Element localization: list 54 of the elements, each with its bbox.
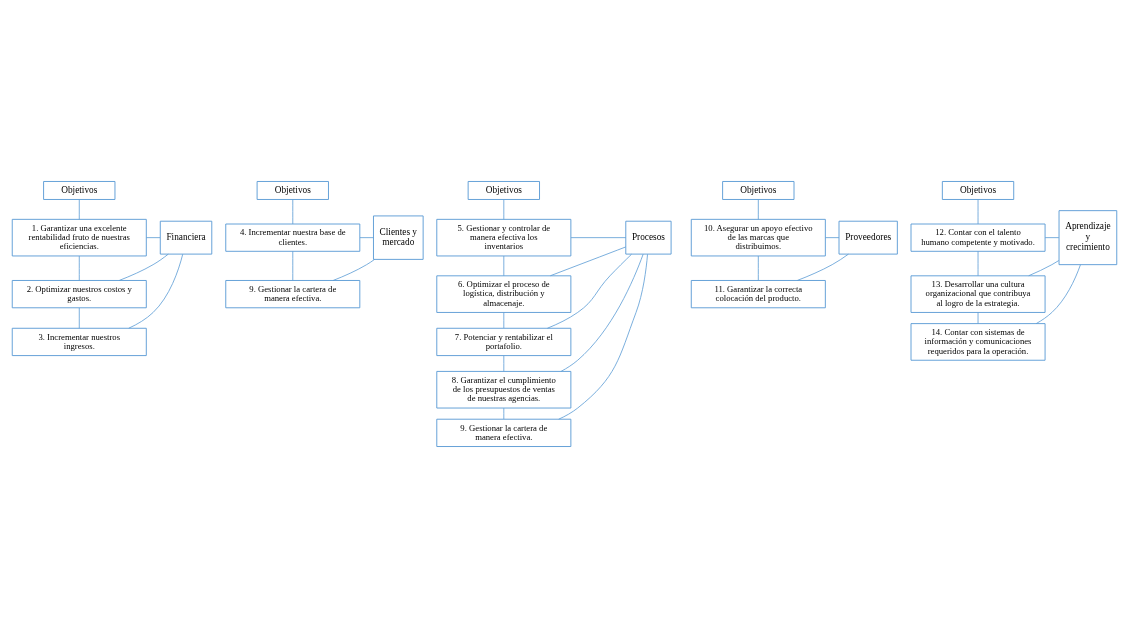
node-box: Objetivos: [467, 181, 540, 200]
node-box: 4. Incrementar nuestra base de clientes.: [225, 223, 361, 252]
connector: [292, 250, 294, 281]
connector: [146, 237, 161, 239]
connector: [757, 199, 759, 220]
node-box: 11. Garantizar la correcta colocación del producto.: [690, 280, 826, 309]
node-box: Objetivos: [43, 181, 116, 200]
connector: [825, 237, 840, 239]
node-box: 2. Optimizar nuestros costos y gastos.: [11, 280, 147, 309]
node-box: Objetivos: [722, 181, 795, 200]
connector: [503, 255, 505, 277]
connector: [128, 253, 184, 329]
connector: [757, 255, 759, 281]
connector: [977, 250, 979, 277]
connector: [78, 307, 80, 329]
node-box: 9. Gestionar la cartera de manera efectiva.: [225, 280, 361, 309]
connector: [78, 199, 80, 220]
connector: [359, 237, 374, 239]
connector: [560, 253, 644, 372]
node-box: 10. Asegurar un apoyo efectivo de las marcas que distribuimos.: [690, 218, 826, 257]
node-box: 8. Garantizar el cumplimiento de los presupuestos de ventas de nuestras agencias.: [436, 370, 572, 409]
connector: [292, 199, 294, 225]
connector: [118, 253, 169, 281]
node-box: Procesos: [625, 220, 672, 255]
node-box: Proveedores: [838, 220, 898, 255]
connector: [570, 237, 627, 239]
node-box: 9. Gestionar la cartera de manera efectiva.: [436, 418, 572, 447]
connector: [977, 312, 979, 324]
connector: [503, 199, 505, 220]
connector: [796, 253, 849, 281]
node-box: 12. Contar con el talento humano competente y motivado.: [910, 223, 1046, 252]
connector: [549, 246, 627, 277]
connector: [503, 407, 505, 420]
connector: [332, 259, 375, 281]
node-box: 14. Contar con sistemas de información y comunicaciones requeridos para la operación.: [910, 323, 1046, 361]
connector: [558, 253, 648, 420]
node-box: Aprendizaje y crecimiento: [1058, 210, 1118, 266]
node-box: 1. Garantizar una excelente rentabilidad fruto de nuestras eficiencias.: [11, 218, 147, 257]
node-box: Financiera: [159, 220, 213, 255]
node-box: Objetivos: [256, 181, 329, 200]
node-box: 5. Gestionar y controlar de manera efectiva los inventarios: [436, 218, 572, 257]
node-box: Objetivos: [941, 181, 1015, 200]
connector: [78, 255, 80, 281]
connector: [503, 312, 505, 329]
connector: [1035, 264, 1081, 324]
node-box: 3. Incrementar nuestros ingresos.: [11, 327, 147, 357]
node-box: Clientes y mercado: [373, 215, 424, 260]
node-box: 7. Potenciar y rentabilizar el portafolio.: [436, 327, 572, 357]
connector: [977, 199, 979, 225]
connector: [1028, 260, 1060, 277]
connector: [1044, 237, 1060, 239]
connector: [503, 355, 505, 372]
node-box: 13. Desarrollar una cultura organizacional que contribuya al logro de la estrategia.: [910, 275, 1046, 313]
node-box: 6. Optimizar el proceso de logística, distribución y almacenaje.: [436, 275, 572, 313]
